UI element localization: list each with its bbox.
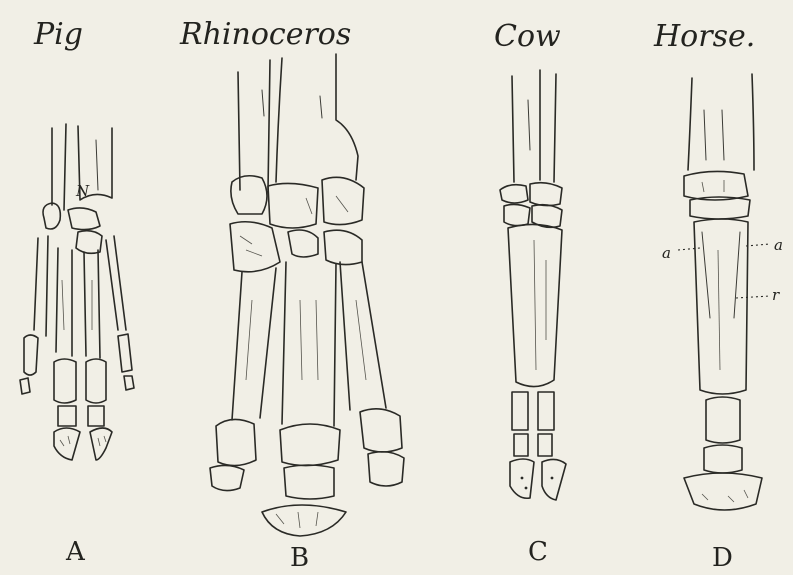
- pig-label: Pig: [33, 17, 83, 52]
- horse-annotation-r: r: [772, 286, 780, 304]
- figure-letter-d: D: [712, 543, 733, 573]
- pig-inner-mark: N: [75, 182, 90, 200]
- figure-letter-b: B: [290, 543, 309, 573]
- horse-label: Horse.: [653, 19, 755, 54]
- horse-annotation-a-right: a: [774, 236, 783, 254]
- rhinoceros-foot-drawing: [210, 54, 404, 536]
- horse-annotation-a-left: a: [662, 244, 671, 262]
- horse-foot-drawing: [678, 74, 770, 510]
- figure-letter-a: A: [65, 537, 86, 567]
- rhinoceros-label: Rhinoceros: [179, 17, 351, 52]
- figure-letter-c: C: [528, 537, 548, 567]
- pig-foot-drawing: [20, 124, 134, 460]
- cow-foot-drawing: [500, 70, 566, 500]
- cow-label: Cow: [494, 19, 561, 54]
